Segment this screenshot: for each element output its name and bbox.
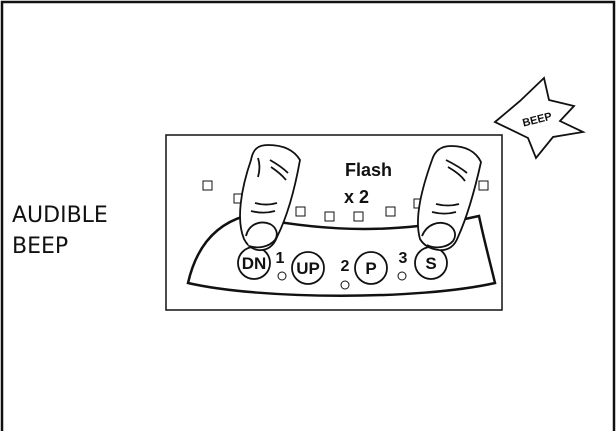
audible-label-line2: BEEP [12, 234, 68, 259]
led-indicator [324, 211, 335, 222]
status-led-3 [397, 271, 407, 281]
led-indicator [202, 180, 213, 191]
position-number-1: 1 [276, 250, 285, 267]
led-indicator [295, 206, 306, 217]
position-number-2: 2 [341, 258, 350, 275]
led-indicator [353, 211, 364, 222]
led-indicator [385, 206, 396, 217]
audible-label-line1: AUDIBLE [12, 203, 108, 228]
button-dn[interactable]: DN [237, 246, 271, 280]
button-p[interactable]: P [354, 251, 388, 285]
flash-text: Flash [345, 160, 392, 180]
button-s[interactable]: S [414, 246, 448, 280]
left-finger-icon [239, 144, 301, 251]
button-s-label: S [425, 254, 436, 273]
button-dn-label: DN [242, 254, 267, 273]
position-number-3: 3 [399, 250, 408, 267]
button-up-label: UP [296, 259, 320, 278]
button-up[interactable]: UP [291, 251, 325, 285]
right-finger-icon [417, 145, 482, 251]
led-indicator [478, 180, 489, 191]
flash-count-text: x 2 [344, 187, 369, 207]
beep-callout: BEEP [493, 76, 586, 160]
status-led-1 [277, 271, 287, 281]
status-led-2 [340, 280, 350, 290]
button-p-label: P [365, 259, 376, 278]
